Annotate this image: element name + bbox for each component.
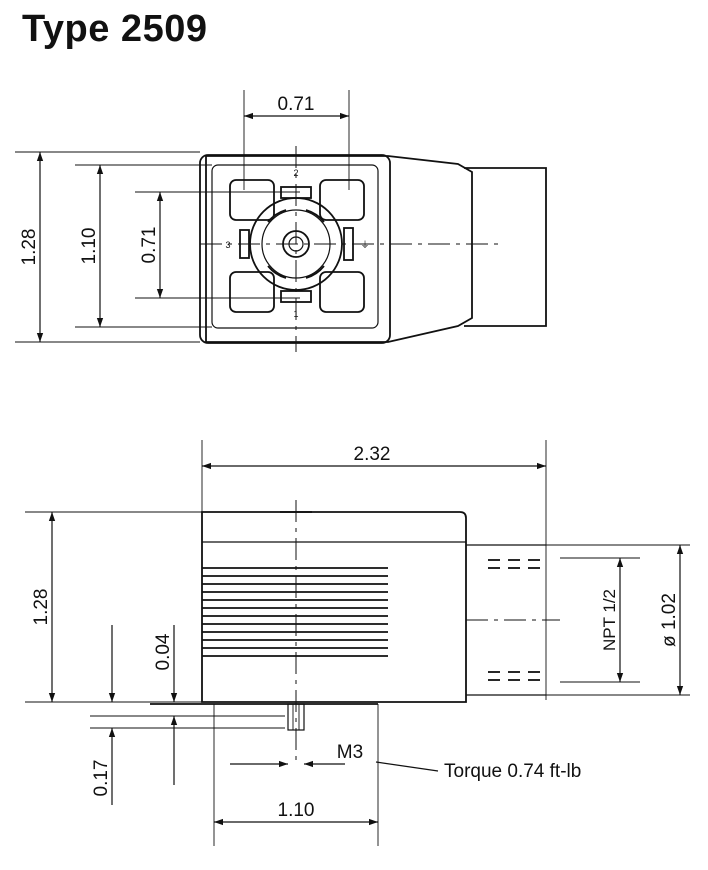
pin-label-2: 2	[293, 168, 298, 178]
page-title: Type 2509	[22, 8, 208, 50]
thread-label: NPT 1/2	[600, 589, 619, 651]
dim-bottom-offset-label: 0.17	[91, 760, 112, 797]
corner-pad-tr	[319, 179, 365, 221]
corner-pad-bl	[229, 271, 275, 313]
dim-top-width-label: 0.71	[278, 94, 315, 115]
torque-label: Torque 0.74 ft-lb	[444, 761, 581, 782]
housing-outline	[205, 155, 473, 343]
dim-outer-height-label: 1.28	[19, 229, 40, 266]
cable-gland-side	[466, 544, 546, 696]
top-view: 0.71 1.28 1.10 0.71	[15, 90, 547, 352]
dim-overall-length-label: 2.32	[354, 444, 391, 465]
dim-small-offset-label: 0.04	[153, 633, 174, 670]
corner-pad-tl	[229, 179, 275, 221]
diameter-label: ø 1.02	[659, 593, 680, 647]
arc-segment-4	[305, 265, 325, 279]
cooling-ribs	[202, 567, 388, 657]
pin-label-3: 3	[225, 240, 230, 250]
side-view: 2.32 1.28 0.04 0.17 1.10 NPT 1/2 ø 1.02 …	[25, 440, 690, 846]
dim-side-height-label: 1.28	[31, 589, 52, 626]
arc-segment-3	[267, 265, 287, 279]
housing-frame	[199, 154, 391, 344]
dim-inner-height-label: 1.10	[79, 228, 100, 265]
side-housing	[201, 511, 467, 703]
dim-base-width-label: 1.10	[278, 800, 315, 821]
dim-pin-spacing-label: 0.71	[139, 227, 160, 264]
screw-label: M3	[337, 742, 363, 763]
cable-gland	[464, 167, 547, 327]
arc-segment-2	[305, 209, 325, 223]
housing-face	[211, 164, 379, 329]
ground-symbol-icon: ⏚	[360, 240, 369, 250]
arc-segment-1	[267, 209, 287, 223]
corner-pad-br	[319, 271, 365, 313]
torque-leader-line	[375, 761, 439, 772]
